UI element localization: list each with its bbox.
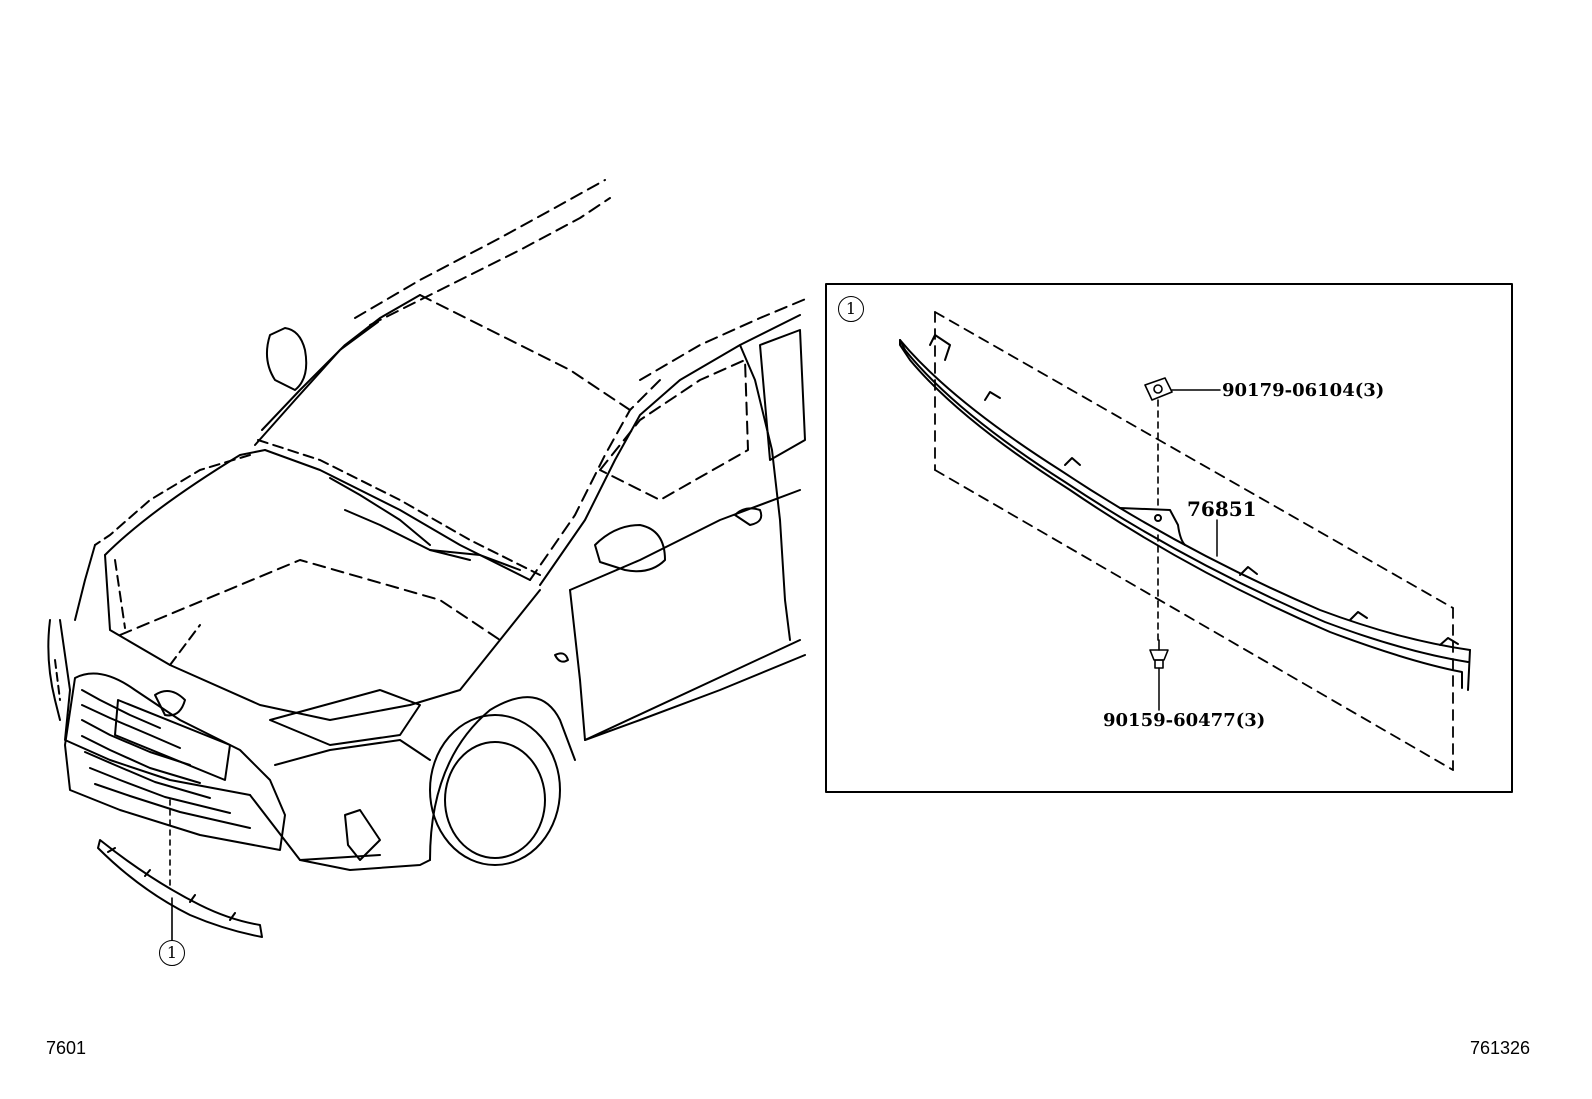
illustration-number: 761326 [1470, 1038, 1531, 1058]
part-number-clip-nut[interactable]: 90179-06104(3) [1222, 380, 1385, 401]
screw-icon [1149, 639, 1169, 669]
vehicle-front-illustration [47, 179, 809, 871]
clip-nut-icon [1144, 377, 1173, 401]
grille-molding-detail [899, 334, 1471, 691]
detail-inset-frame [825, 283, 1513, 793]
inset-ref-marker: 1 [838, 296, 864, 322]
section-code: 7601 [46, 1038, 87, 1058]
callout-ref-marker: 1 [159, 940, 185, 966]
part-number-screw[interactable]: 90159-60477(3) [1103, 710, 1266, 731]
part-number-grille-molding[interactable]: 76851 [1187, 497, 1257, 521]
small-grille-molding-illustration [97, 839, 263, 938]
